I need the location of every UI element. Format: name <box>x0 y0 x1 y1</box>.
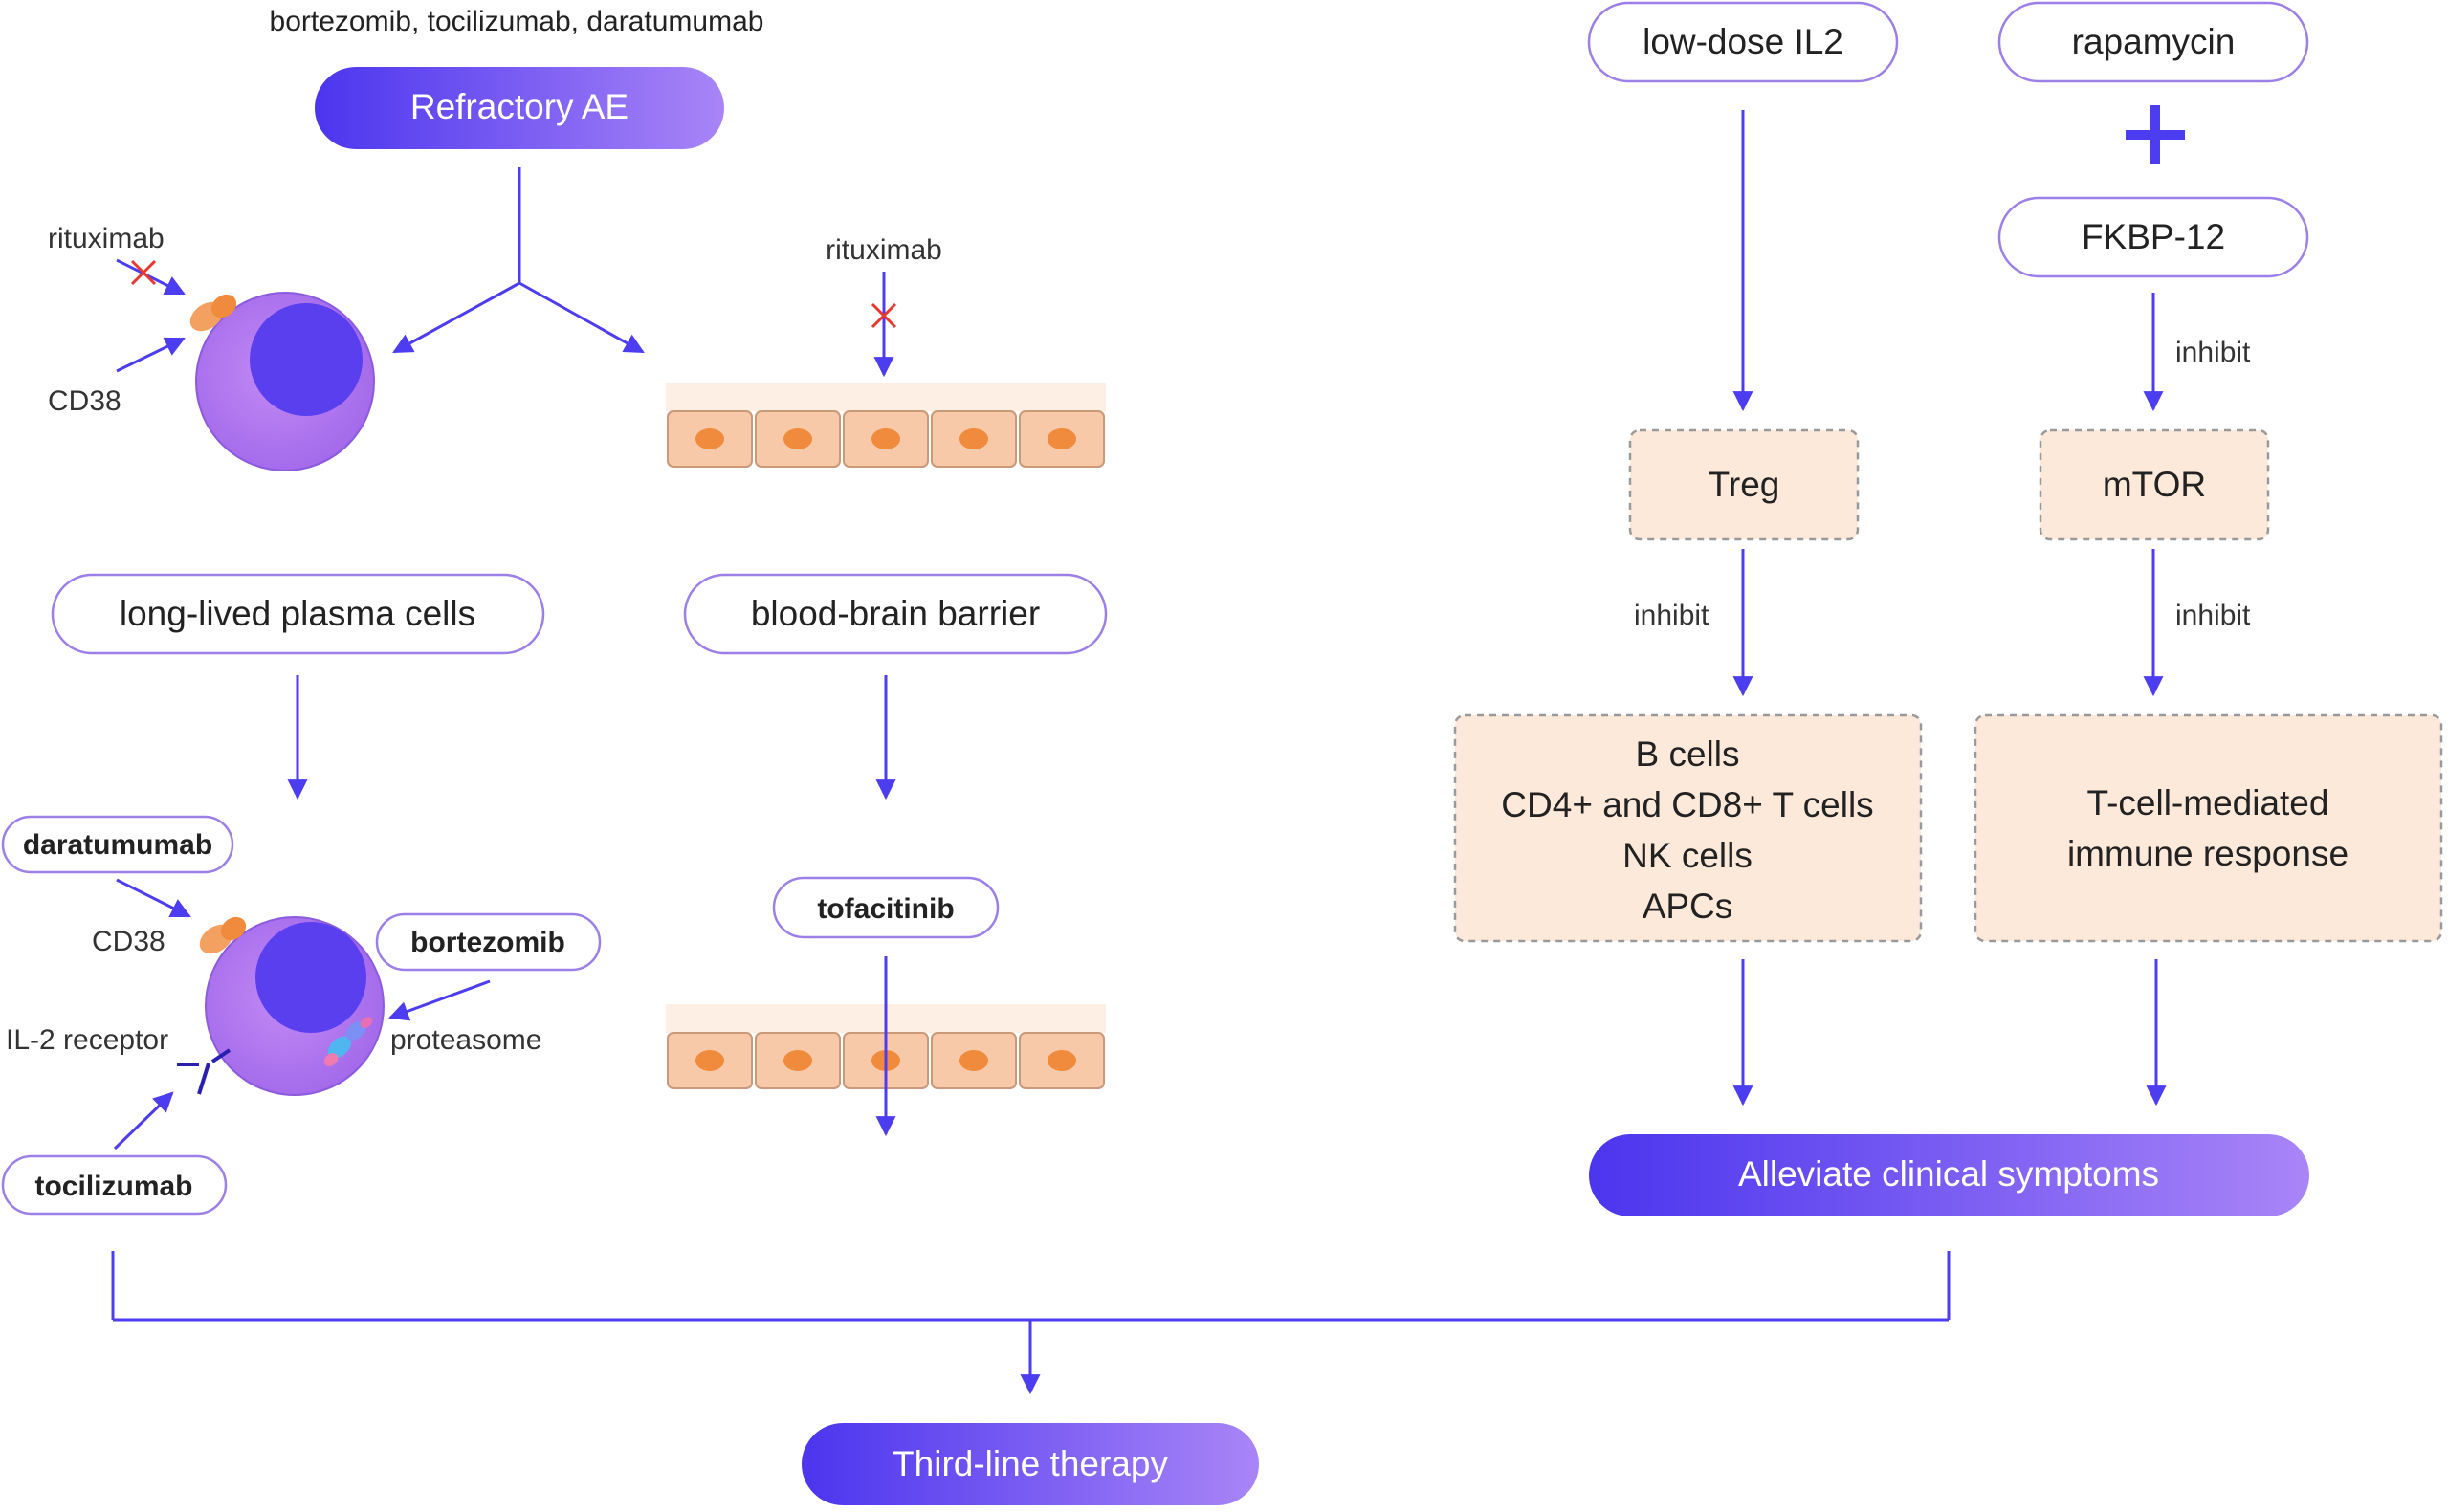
tocilizumab-arrow <box>113 1091 174 1150</box>
rapamycin-pill: rapamycin <box>1997 1 2309 83</box>
inhibit-label-fkbp: inhibit <box>2175 337 2251 368</box>
plasma-cell-lower <box>177 916 385 1096</box>
branch-connector <box>392 167 645 354</box>
bortezomib-label: bortezomib <box>410 927 565 958</box>
mtor-box: mTOR <box>2039 428 2270 541</box>
target-line-4: APCs <box>1643 887 1733 926</box>
plasma-cell-upper <box>189 292 375 471</box>
cd38-receptor-upper <box>189 294 237 332</box>
rituximab-label-bbb: rituximab <box>826 234 942 266</box>
plasma-cell-nucleus <box>250 303 363 416</box>
target-line-3: NK cells <box>1622 836 1753 875</box>
plus-icon <box>2126 105 2185 164</box>
daratumumab-label: daratumumab <box>23 829 212 861</box>
fkbp12-label: FKBP-12 <box>2082 217 2225 256</box>
fkbp12-pill: FKBP-12 <box>1997 196 2309 278</box>
epithelial-cell-nucleus <box>1048 1050 1076 1071</box>
epithelial-cell-nucleus <box>959 428 988 449</box>
mtor-label: mTOR <box>2103 465 2206 504</box>
il2-receptor-icon <box>177 1048 232 1095</box>
epithelial-cell-nucleus <box>695 428 724 449</box>
cd38-label-lower: CD38 <box>92 926 165 957</box>
block-x-icon <box>871 302 897 329</box>
proteasome-label: proteasome <box>390 1024 541 1056</box>
blood-brain-barrier-label: blood-brain barrier <box>751 594 1040 633</box>
bottom-connector <box>111 1251 1951 1395</box>
tcell-line-1: T-cell-mediated <box>2087 783 2329 822</box>
tocilizumab-label: tocilizumab <box>34 1171 192 1202</box>
long-lived-plasma-cells-pill: long-lived plasma cells <box>51 573 545 655</box>
immune-targets-box: B cells CD4+ and CD8+ T cells NK cells A… <box>1453 713 1923 943</box>
daratumumab-pill: daratumumab <box>1 815 234 874</box>
rituximab-label-upper: rituximab <box>48 223 165 254</box>
tofacitinib-label: tofacitinib <box>817 893 954 925</box>
epithelial-cell-nucleus <box>1048 428 1076 449</box>
target-line-1: B cells <box>1636 734 1740 774</box>
tofacitinib-pill: tofacitinib <box>772 876 1000 939</box>
third-line-therapy-pill: Third-line therapy <box>802 1423 1259 1505</box>
bortezomib-pill: bortezomib <box>375 912 602 972</box>
refractory-ae-pill: Refractory AE <box>315 67 724 149</box>
blood-brain-barrier-pill: blood-brain barrier <box>683 573 1108 655</box>
refractory-ae-label: Refractory AE <box>410 87 629 126</box>
low-dose-il2-label: low-dose IL2 <box>1643 22 1843 61</box>
plasma-cell-nucleus <box>255 922 366 1033</box>
proteasome-icon <box>323 1017 373 1066</box>
top-drug-caption: bortezomib, tocilizumab, daratumumab <box>270 6 764 37</box>
cd38-arrow-upper <box>116 337 186 373</box>
inhibit-label-mtor: inhibit <box>2175 600 2251 631</box>
rituximab-arrow-upper <box>116 258 186 296</box>
epithelial-cell-nucleus <box>783 1050 812 1071</box>
target-line-2: CD4+ and CD8+ T cells <box>1501 785 1873 824</box>
alleviate-symptoms-pill: Alleviate clinical symptoms <box>1589 1134 2309 1216</box>
alleviate-symptoms-label: Alleviate clinical symptoms <box>1738 1154 2159 1194</box>
epithelial-cell-nucleus <box>871 428 900 449</box>
low-dose-il2-pill: low-dose IL2 <box>1587 1 1899 83</box>
epithelial-cell-nucleus <box>783 428 812 449</box>
inhibit-label-treg: inhibit <box>1634 600 1709 631</box>
block-x-icon <box>130 259 157 286</box>
rapamycin-label: rapamycin <box>2072 22 2236 61</box>
long-lived-plasma-cells-label: long-lived plasma cells <box>120 594 475 633</box>
treg-box: Treg <box>1628 428 1860 541</box>
cd38-receptor-lower <box>199 916 247 954</box>
third-line-therapy-label: Third-line therapy <box>893 1444 1168 1483</box>
tcell-response-box: T-cell-mediated immune response <box>1974 713 2443 943</box>
epithelium-lower <box>666 1004 1106 1089</box>
epithelium-upper <box>666 383 1106 468</box>
treg-label: Treg <box>1709 465 1780 504</box>
cd38-label-upper: CD38 <box>48 385 121 417</box>
epithelium-surface <box>666 383 1106 411</box>
daratumumab-arrow <box>116 878 191 918</box>
epithelial-cell-nucleus <box>695 1050 724 1071</box>
tocilizumab-pill: tocilizumab <box>1 1154 228 1216</box>
bortezomib-arrow <box>388 979 491 1021</box>
epithelial-cell-nucleus <box>959 1050 988 1071</box>
il2-receptor-label: IL-2 receptor <box>6 1024 168 1056</box>
tcell-line-2: immune response <box>2067 834 2349 873</box>
